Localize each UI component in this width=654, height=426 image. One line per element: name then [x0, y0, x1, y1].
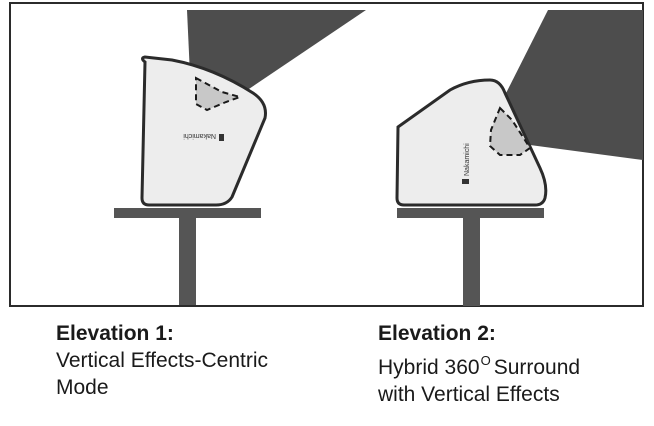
elevation-1-desc-line2: Mode: [56, 376, 109, 399]
brand-text-2: Nakamichi: [464, 143, 471, 176]
elevation-1-illustration: Nakamichi: [114, 10, 366, 305]
driver-1: [195, 76, 244, 112]
stand-pole-2: [463, 216, 480, 306]
elevation-2-desc-line1a: Hybrid 360: [378, 356, 480, 379]
stand-shelf-1: [114, 208, 261, 218]
elevation-2-desc-line1b: Surround: [493, 356, 581, 379]
degree-symbol: O: [480, 353, 491, 368]
elevation-2-illustration: Nakamichi: [395, 10, 643, 306]
speaker-body-1: [140, 55, 267, 207]
elevation-diagram: Nakamichi Nakamichi: [9, 2, 644, 307]
elevation-1-title: Elevation 1:: [56, 322, 174, 345]
elevation-2-title: Elevation 2:: [378, 322, 496, 345]
brand-logo-1: Nakamichi: [183, 132, 224, 141]
brand-text-1: Nakamichi: [183, 132, 216, 139]
elevation-1-caption: Elevation 1: Vertical Effects-Centric Mo…: [56, 320, 268, 401]
stand-shelf-2: [397, 208, 544, 218]
speaker-body-2: [395, 78, 548, 207]
elevation-2-desc-line2: with Vertical Effects: [378, 383, 560, 406]
sound-beam-1: [187, 10, 366, 95]
driver-2: [488, 106, 532, 156]
brand-logo-2: Nakamichi: [462, 143, 471, 184]
sound-beam-2: [495, 10, 643, 160]
stand-pole-1: [179, 217, 196, 305]
elevation-1-desc-line1: Vertical Effects-Centric: [56, 349, 269, 372]
